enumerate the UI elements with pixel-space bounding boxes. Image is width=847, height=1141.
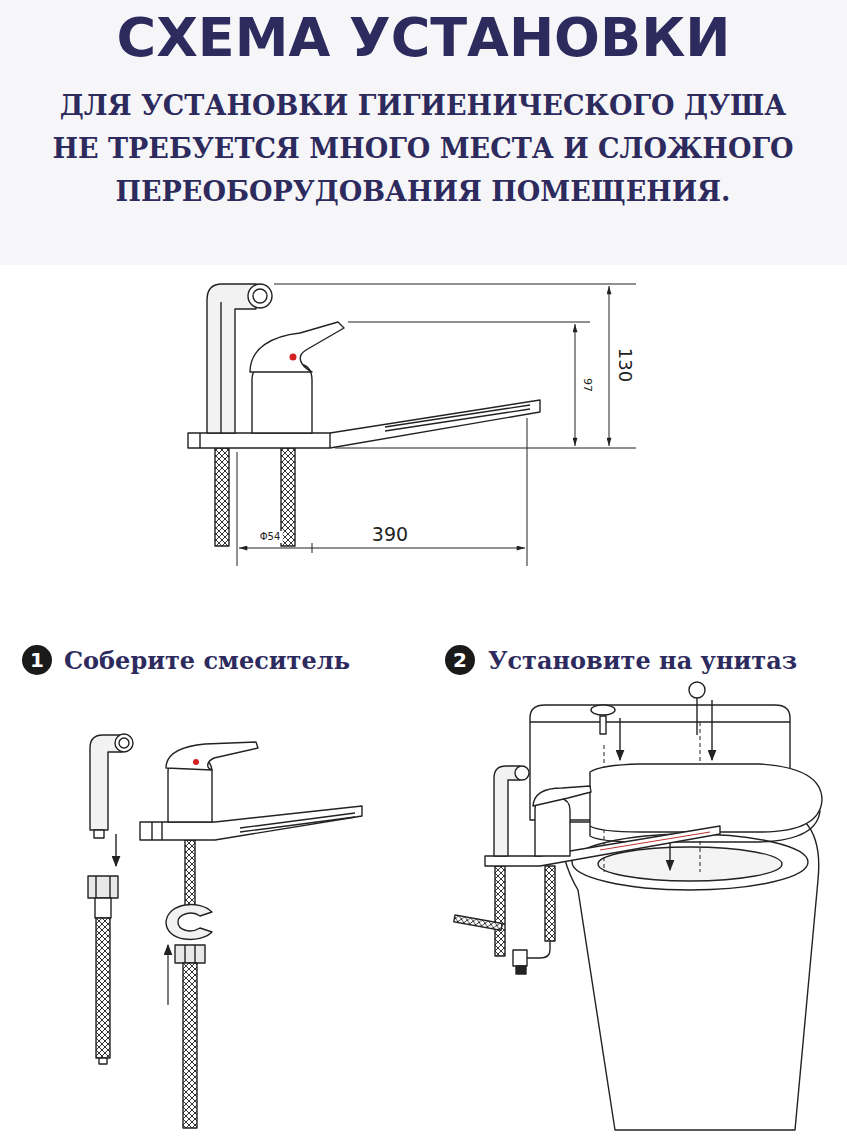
faucet-drawing-part: [200, 433, 330, 448]
assembly-drawing-part: [166, 905, 212, 940]
assembly-drawing-part: [115, 734, 133, 752]
diameter-value: Φ54: [258, 531, 283, 543]
faucet-drawing-part: [281, 448, 295, 546]
dimension-lines: [237, 284, 636, 566]
assembly-drawing-part: [167, 945, 168, 1005]
toilet-drawing-part: [590, 764, 822, 832]
faucet-drawing-part: [248, 284, 272, 308]
assembly-drawing-part: [183, 963, 197, 1128]
toilet-drawing-part: [598, 847, 782, 881]
assembly-drawing-part: [175, 945, 205, 963]
dimension-value: 130: [614, 346, 636, 384]
assembly-drawing-part: [115, 834, 116, 866]
assembly-drawing-part: [99, 1058, 107, 1064]
step-number: 2: [453, 649, 467, 671]
subtitle: ДЛЯ УСТАНОВКИ ГИГИЕНИЧЕСКОГО ДУША НЕ ТРЕ…: [33, 84, 813, 213]
dimension-lines-part: [575, 324, 576, 446]
toilet-drawing-part: [515, 766, 529, 780]
faucet-drawing-part: [207, 284, 256, 433]
toilet-drawing-part: [485, 826, 720, 866]
toilet-drawing-part: [600, 716, 606, 734]
toilet-drawing-part: [711, 700, 712, 760]
toilet-drawing-part: [560, 822, 819, 1130]
step-number-circle: 1: [22, 645, 52, 675]
assembly-drawing-part: [119, 738, 129, 748]
assembly-drawing-part: [185, 945, 195, 963]
toilet-drawing-part: [591, 705, 615, 715]
assembly-drawing-part: [88, 876, 118, 898]
circle-fill: [22, 645, 52, 675]
faucet-drawing-part: [188, 400, 540, 448]
page-title: СХЕМА УСТАНОВКИ: [0, 8, 847, 68]
toilet-drawing-part: [513, 950, 527, 966]
assembly-drawing-part: [94, 830, 104, 838]
toilet-drawing-part: [530, 721, 790, 722]
step-heading: Установите на унитаз: [488, 646, 797, 675]
dimension-lines-part: [609, 286, 610, 446]
dimension-lines-part: [312, 543, 313, 553]
step-number: 1: [30, 649, 44, 671]
assembly-drawing: [88, 734, 362, 1128]
step-number-circle: 2: [445, 645, 475, 675]
toilet-drawing-part: [545, 866, 555, 941]
circle-fill: [445, 645, 475, 675]
assembly-drawing-part: [96, 918, 110, 1058]
assembly-drawing-part: [193, 759, 199, 765]
toilet-drawing-part: [689, 682, 705, 698]
faucet-drawing-part: [250, 322, 344, 372]
dimension-lines-part: [237, 284, 636, 566]
faucet-drawing: [188, 284, 540, 546]
dimension-value: 97: [581, 376, 594, 394]
faucet-drawing-part: [215, 448, 229, 546]
toilet-drawing-part: [669, 840, 670, 870]
assembly-drawing-part: [166, 742, 258, 770]
assembly-drawing-part: [96, 876, 110, 898]
dimension-value: 390: [370, 523, 410, 546]
toilet-drawing-part: [454, 915, 502, 930]
faucet-drawing-part: [220, 302, 221, 433]
toilet-drawing-part: [494, 766, 520, 856]
step-heading: Соберите смеситель: [64, 646, 350, 675]
toilet-drawing-part: [619, 718, 620, 760]
toilet-drawing-part: [516, 966, 526, 974]
faucet-drawing-part: [385, 405, 530, 431]
dimension-lines-part: [239, 548, 525, 549]
faucet-drawing-part: [253, 289, 267, 303]
toilet-drawing-part: [600, 832, 710, 850]
toilet-drawing-part: [533, 786, 591, 806]
toilet-drawing-part: [535, 798, 570, 856]
toilet-drawing-part: [527, 941, 550, 958]
toilet-drawing: [454, 682, 822, 1130]
toilet-drawing-part: [495, 866, 505, 956]
toilet-drawing-part: [696, 698, 697, 735]
faucet-drawing-part: [252, 364, 312, 433]
assembly-drawing-part: [152, 822, 162, 840]
assembly-drawing-part: [240, 813, 355, 832]
assembly-drawing-part: [185, 840, 195, 908]
assembly-drawing-part: [95, 898, 111, 918]
faucet-drawing-part: [290, 354, 297, 361]
